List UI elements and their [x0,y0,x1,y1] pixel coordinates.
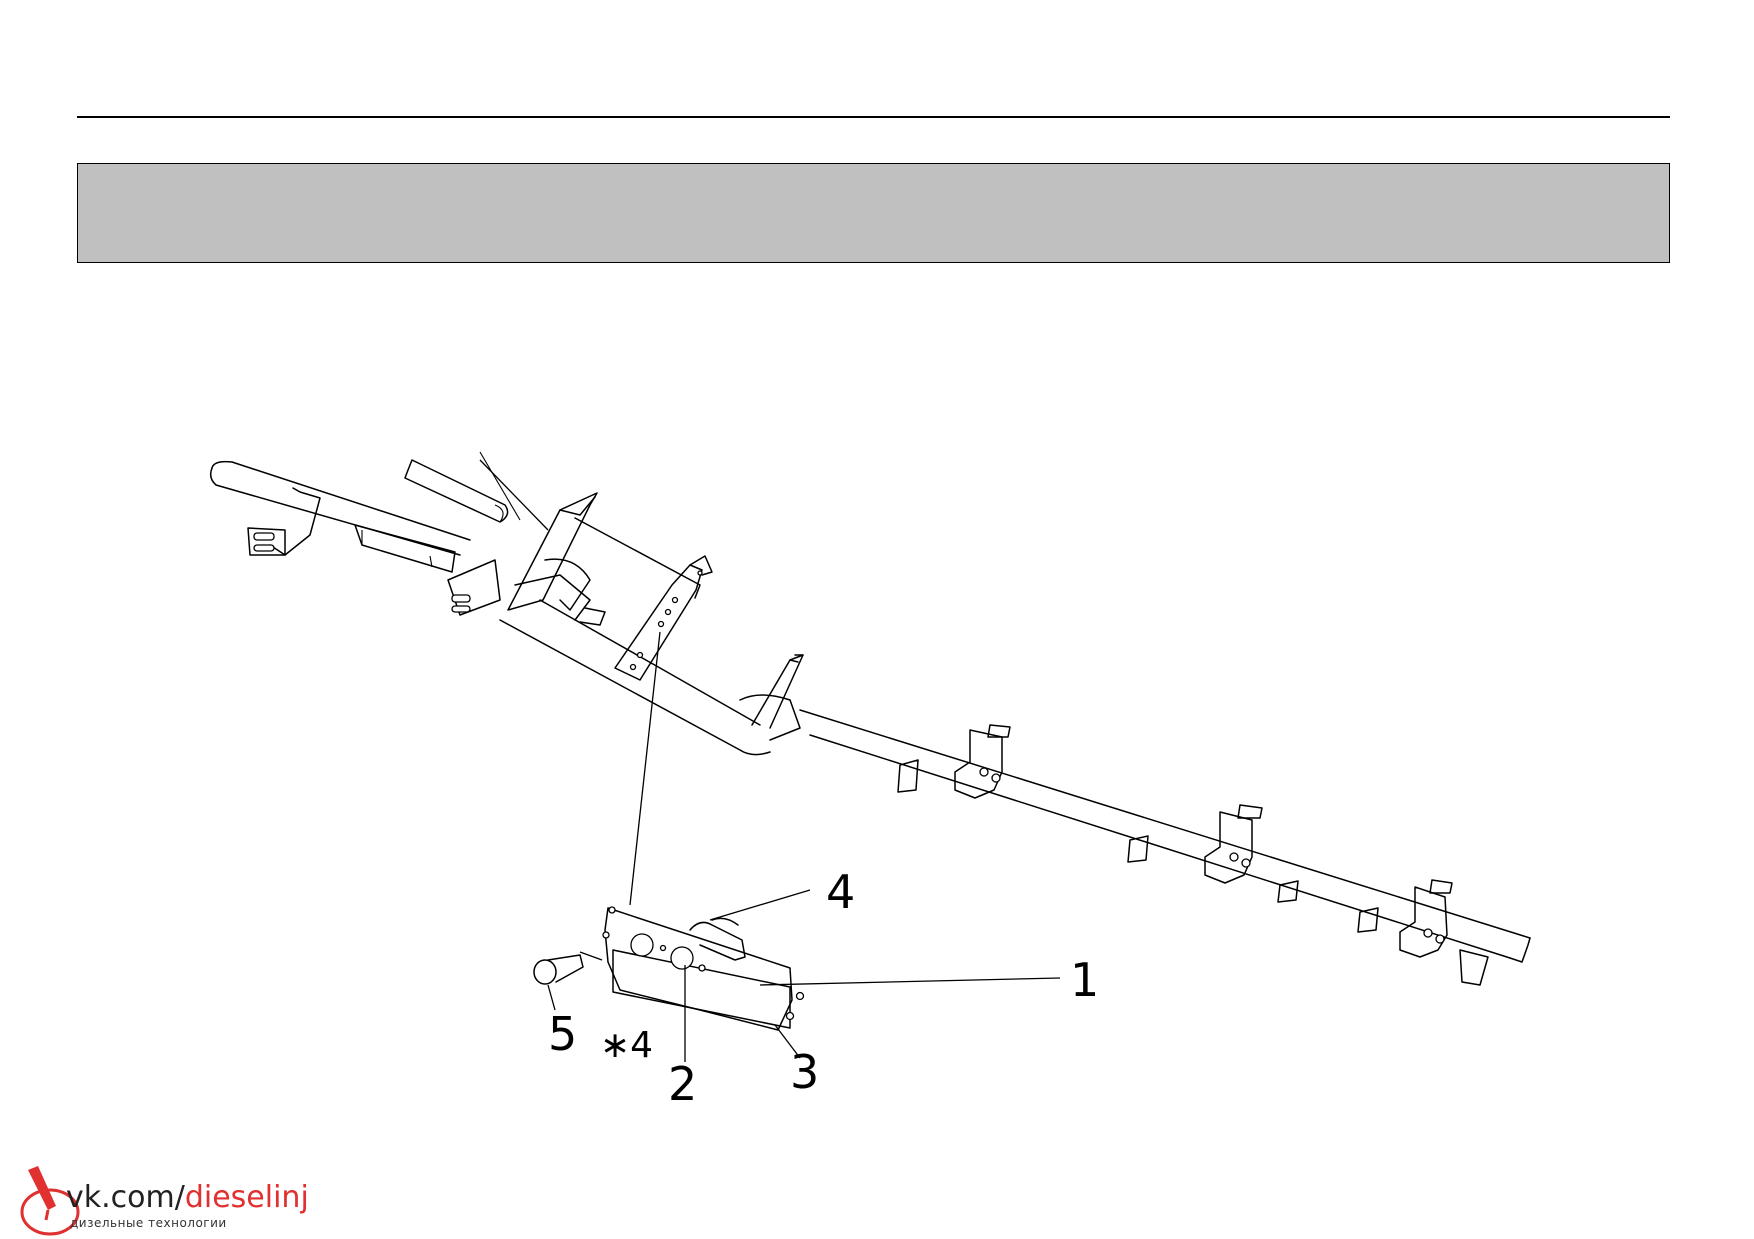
top-rule [77,116,1670,118]
frame-bracket [897,724,1011,799]
upper-bar [404,451,521,523]
watermark-link[interactable]: vk.com/dieselinj [66,1181,309,1215]
watermark-accent: dieselinj [184,1180,309,1215]
header-band [77,163,1670,263]
center-cradle [447,492,771,756]
watermark-subtitle: дизельные технологии [70,1216,227,1230]
frame-bracket [1127,804,1299,903]
callout-1: 1 [1070,953,1099,1007]
callout-5: 5 [548,1007,577,1061]
frame-left-tube [209,460,471,573]
frame-bracket [1357,879,1489,986]
upright-post [739,654,804,741]
mount-plate [602,906,805,1031]
callout-4: 4 [826,865,855,919]
mounting-strip [614,555,713,681]
callout-2: 2 [668,1057,697,1111]
callout-3: 3 [790,1045,819,1099]
bolt [533,954,584,985]
leader-lines [479,459,1061,1062]
fuel-injector-icon [20,1166,80,1236]
frame-right-tube [799,709,1531,963]
quantity-note: ∗4 [600,1025,653,1066]
watermark-prefix: vk.com/ [66,1180,185,1215]
